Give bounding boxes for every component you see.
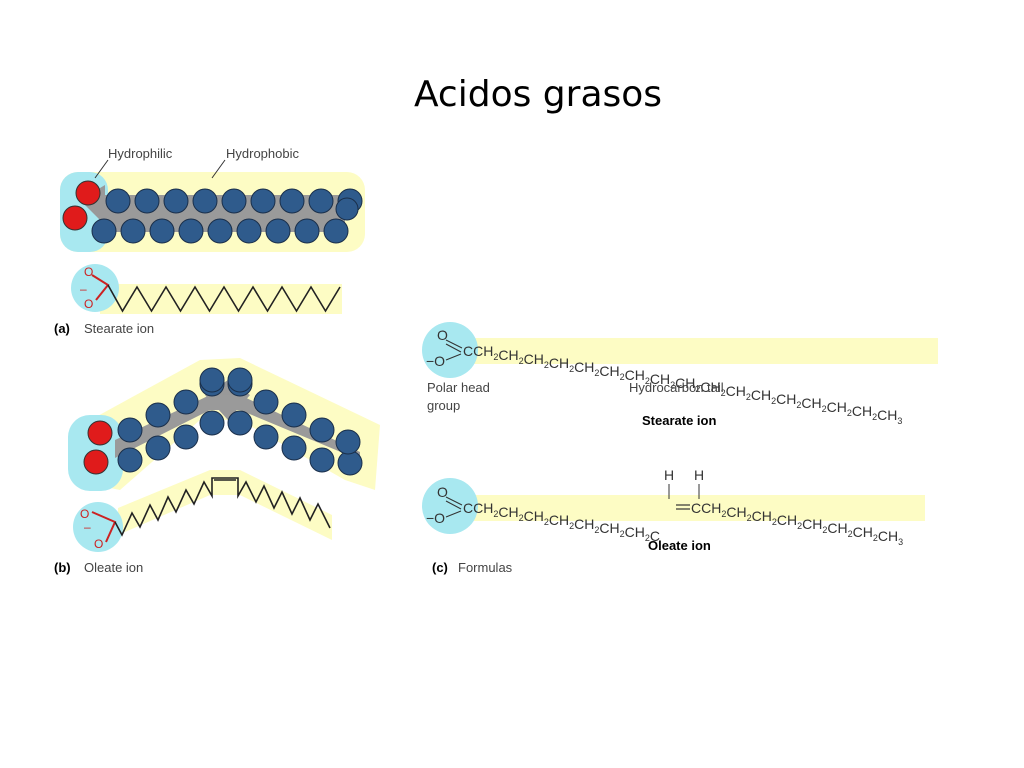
oxygen-symbol: O — [80, 507, 89, 521]
carbon-atom — [149, 218, 175, 244]
carbon-atom — [163, 188, 189, 214]
panel-c-letter: (c) — [432, 560, 448, 575]
oleate-chain-formula-left: CCH2CH2CH2CH2CH2CH2CH2C — [463, 500, 660, 544]
carbon-atom — [173, 389, 199, 415]
carbon-atom — [309, 417, 335, 443]
carbon-atom — [236, 218, 262, 244]
oleate-skeletal-model: O – O — [73, 470, 332, 552]
page-title: Acidos grasos — [413, 74, 663, 115]
oxygen-symbol: O — [437, 327, 448, 343]
hydrophilic-label: Hydrophilic — [108, 146, 173, 161]
oleate-space-filling-model — [68, 358, 380, 491]
carbon-atom — [281, 435, 307, 461]
stearate-space-filling-model — [60, 172, 365, 252]
carbon-atom — [207, 218, 233, 244]
carbon-atom — [250, 188, 276, 214]
carbon-atom — [192, 188, 218, 214]
carbon-atom — [309, 447, 335, 473]
stearate-skeletal-model: O – O — [71, 264, 342, 314]
polar-head-label: Polar head — [427, 380, 490, 395]
carboxylate-oxygen: −O — [426, 353, 445, 369]
carbon-atom — [253, 389, 279, 415]
minus-symbol: – — [84, 520, 91, 534]
hydrogen-atom: H — [694, 467, 704, 483]
stearate-name: Stearate ion — [642, 413, 716, 428]
carbon-atom — [145, 435, 171, 461]
panel-b-label: Oleate ion — [84, 560, 143, 575]
carbon-atom — [199, 410, 225, 436]
oxygen-symbol: O — [84, 265, 93, 279]
stearate-formula: O −O CCH2CH2CH2CH2CH2CH2CH2CH2CH2CH2CH2C… — [422, 322, 938, 426]
carbon-atom — [105, 188, 131, 214]
carbon-atom — [120, 218, 146, 244]
carbon-atom — [227, 410, 253, 436]
carbon-atom — [294, 218, 320, 244]
carbon-atom — [91, 218, 117, 244]
oleate-chain-formula-right: CCH2CH2CH2CH2CH2CH2CH2CH3 — [691, 500, 903, 547]
oxygen-symbol: O — [437, 484, 448, 500]
carbon-atom — [308, 188, 334, 214]
oxygen-symbol: O — [84, 297, 93, 311]
carbon-atom — [199, 367, 225, 393]
carbon-atom — [134, 188, 160, 214]
carbon-atom — [173, 424, 199, 450]
carbon-atom — [145, 402, 171, 428]
hydrogen-atom: H — [664, 467, 674, 483]
carbon-atom — [265, 218, 291, 244]
panel-c-label: Formulas — [458, 560, 513, 575]
carbon-atom — [323, 218, 349, 244]
hydrocarbon-tail-label: Hydrocarbon tail — [629, 380, 724, 395]
panel-b-letter: (b) — [54, 560, 71, 575]
stearate-chain-formula: CCH2CH2CH2CH2CH2CH2CH2CH2CH2CH2CH2CH2CH2… — [463, 343, 902, 426]
carbon-atom — [335, 197, 359, 221]
carbon-atom — [335, 429, 361, 455]
panel-a-label: Stearate ion — [84, 321, 154, 336]
oxygen-symbol: O — [94, 537, 103, 551]
carbon-atom — [117, 417, 143, 443]
carbon-atom — [281, 402, 307, 428]
carbon-atom — [221, 188, 247, 214]
minus-symbol: – — [80, 282, 87, 296]
carbon-atom — [279, 188, 305, 214]
carbon-atom — [227, 367, 253, 393]
hydrophobic-label: Hydrophobic — [226, 146, 299, 161]
panel-a-letter: (a) — [54, 321, 70, 336]
oleate-name: Oleate ion — [648, 538, 711, 553]
carbon-atom — [178, 218, 204, 244]
polar-head-label-2: group — [427, 398, 460, 413]
carboxylate-oxygen: −O — [426, 510, 445, 526]
carbon-atom — [253, 424, 279, 450]
carbon-atom — [117, 447, 143, 473]
oleate-formula: O −O CCH2CH2CH2CH2CH2CH2CH2C CCH2CH2CH2C… — [422, 467, 925, 547]
carbon-atom — [337, 450, 363, 476]
